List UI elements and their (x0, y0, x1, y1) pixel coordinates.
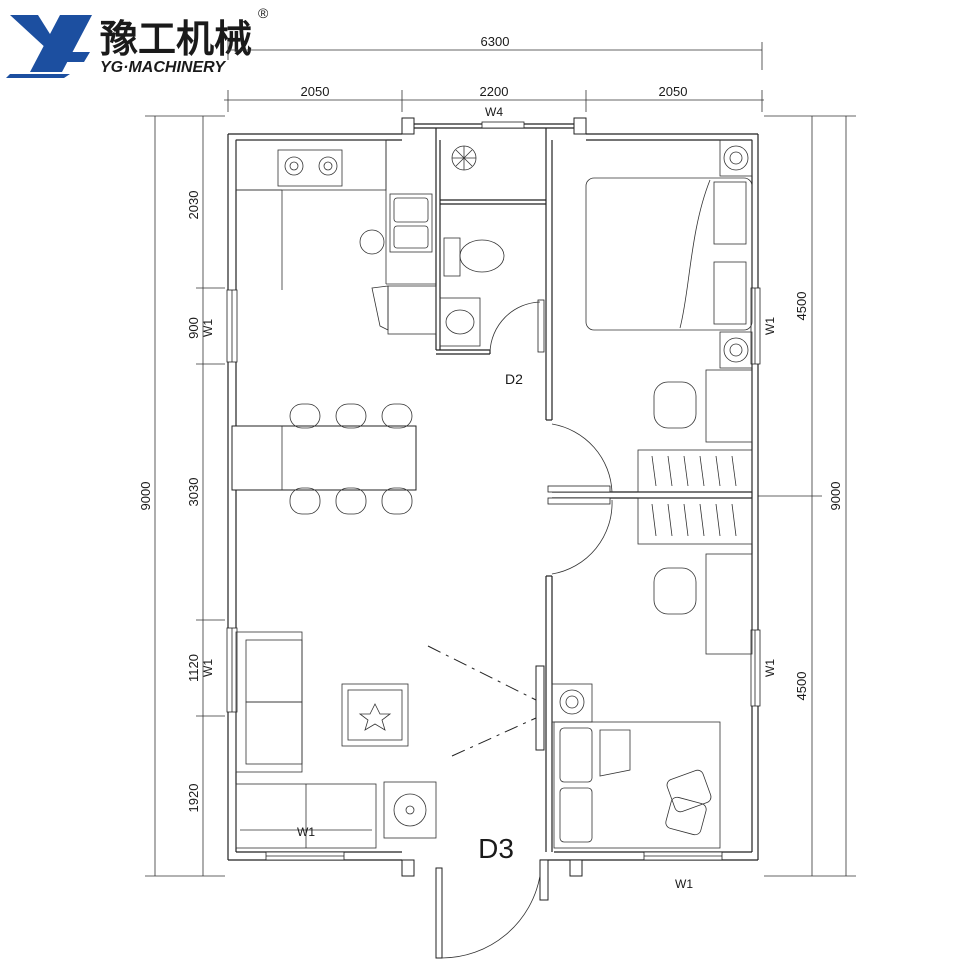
dining-chair (289, 487, 321, 515)
dim-top-2: 2200 (480, 84, 509, 99)
bedroom-2 (551, 497, 753, 849)
lamp-icon (723, 337, 749, 363)
dining-chair (381, 403, 413, 429)
sink-icon (389, 193, 433, 253)
bedroom-1 (585, 139, 753, 493)
label-window-right-1: W1 (763, 317, 777, 335)
column-block (573, 117, 587, 135)
entry-door-swing (441, 875, 541, 959)
lamp-icon (559, 689, 585, 715)
top-dimension-lines (224, 42, 764, 112)
left-dimension-lines (145, 115, 225, 877)
bed-double (553, 721, 721, 849)
fridge-icon (387, 285, 437, 335)
bed-double (585, 177, 753, 331)
pillow (559, 727, 593, 783)
brand-name-en: YG·MACHINERY (100, 59, 226, 76)
pillow (713, 261, 747, 325)
dim-left-4: 1120 (186, 654, 201, 682)
lamp-icon (723, 145, 749, 171)
washbasin-counter (439, 297, 481, 347)
label-door-d2: D2 (505, 371, 523, 387)
plant-icon (358, 703, 392, 731)
dim-left-2: 900 (186, 317, 201, 339)
cushion (666, 769, 712, 813)
pillow (559, 787, 593, 843)
dining-area (231, 403, 417, 515)
dim-right-2: 4500 (794, 672, 809, 701)
dim-right-1: 4500 (794, 292, 809, 321)
brand-name-cn: 豫工机械 (100, 17, 252, 61)
label-window-left-2: W1 (201, 659, 215, 677)
wardrobe (637, 497, 753, 545)
label-window-w4: W4 (485, 105, 503, 119)
dim-left-1: 2030 (186, 191, 201, 220)
bedroom-2-door-swing (551, 499, 613, 575)
wardrobe (637, 449, 753, 493)
nightstand (719, 331, 753, 369)
kitchen-counter-top (235, 139, 387, 191)
label-door-d3: D3 (478, 833, 514, 864)
bedroom-1-door-swing (551, 423, 613, 493)
dim-top-3: 2050 (659, 84, 688, 99)
coffee-table (341, 683, 409, 747)
stove-icon (277, 149, 343, 187)
window-right-2 (750, 629, 761, 707)
living-area: W1 (235, 631, 545, 849)
desk-chair (653, 381, 697, 429)
kitchen (235, 139, 437, 335)
dim-left-3: 3030 (186, 478, 201, 507)
label-window-right-2: W1 (763, 659, 777, 677)
washing-machine-icon (383, 781, 437, 839)
wardrobe-hangers (651, 455, 737, 487)
registered-mark: ® (258, 5, 269, 21)
cushion (665, 796, 707, 836)
column-block (401, 117, 415, 135)
desk (705, 369, 753, 443)
entry-door: D3 (435, 833, 549, 959)
dim-top-1: 2050 (301, 84, 330, 99)
label-window-bottom-left: W1 (297, 825, 315, 839)
washbasin-icon (445, 309, 475, 335)
dining-chair (381, 487, 413, 515)
column-block (401, 859, 415, 877)
dining-table (231, 425, 417, 491)
column-block (569, 859, 583, 877)
dim-left-5: 1920 (186, 784, 201, 813)
nightstand (719, 139, 753, 177)
entry-door-panel[interactable] (435, 867, 443, 959)
bedroom-2-door[interactable] (547, 497, 611, 505)
outer-walls (227, 133, 759, 861)
wardrobe-hangers (651, 503, 737, 537)
dim-total-width: 6300 (481, 34, 510, 49)
label-window-bottom-right: W1 (675, 877, 693, 891)
dining-chair (335, 487, 367, 515)
door-d2-panel[interactable] (537, 299, 545, 353)
brand-logo (6, 15, 92, 78)
bedroom-1-door[interactable] (547, 485, 611, 493)
tv-unit (535, 665, 545, 751)
dining-chair (289, 403, 321, 429)
label-window-left-1: W1 (201, 319, 215, 337)
toilet-tank (443, 237, 461, 277)
pillow (713, 181, 747, 245)
desk-chair (653, 567, 697, 615)
dim-right-total: 9000 (828, 482, 843, 511)
person-icon (359, 229, 385, 255)
bathroom (439, 145, 505, 347)
door-d2-swing (489, 301, 541, 353)
dining-chair (335, 403, 367, 429)
desk (705, 553, 753, 655)
right-dimension-lines (758, 115, 856, 877)
dim-left-total: 9000 (138, 482, 153, 511)
logo-mark-icon (10, 15, 55, 50)
toilet-icon (459, 239, 505, 273)
window-w4 (481, 121, 525, 129)
